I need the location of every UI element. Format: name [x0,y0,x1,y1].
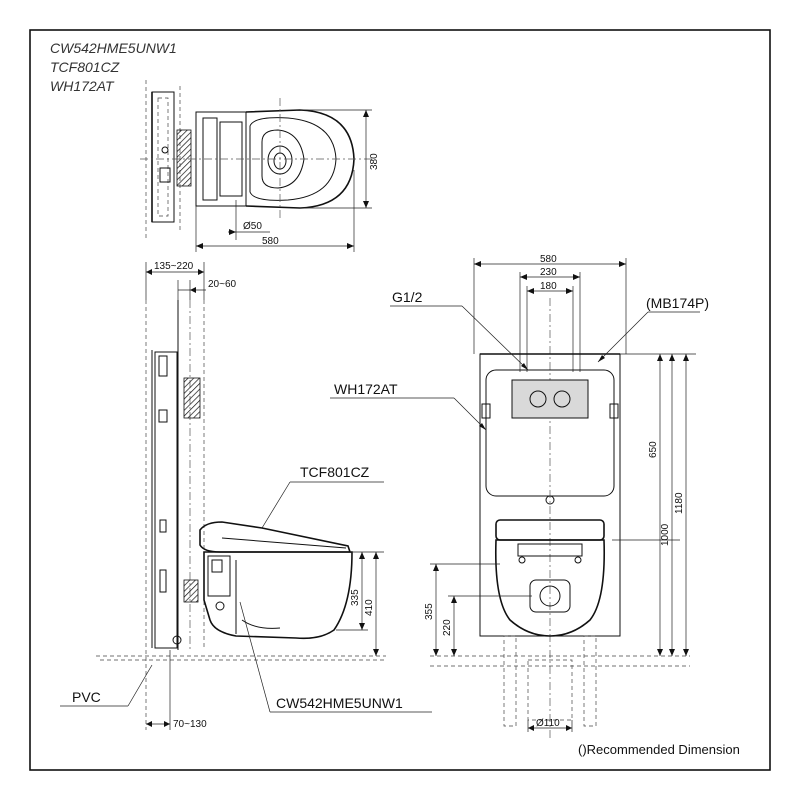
dim-front-180: 180 [540,281,557,292]
side-bowl-body [203,551,353,640]
dim-side-335: 335 [350,589,361,606]
label-side-pvc: PVC [72,689,101,705]
dim-front-650: 650 [648,441,659,458]
drawing-frame [29,29,771,771]
dim-top-drain: Ø50 [243,221,262,232]
front-drain-pipe [527,659,573,721]
label-front-wh: WH172AT [334,381,398,397]
dim-top-580: 580 [262,236,279,247]
top-fixing-hatch [176,129,192,187]
label-side-bowl: CW542HME5UNW1 [276,695,403,711]
dim-front-230: 230 [540,267,557,278]
top-view: 380 Ø50 580 [140,80,380,252]
dim-side-floor: 70~130 [173,719,207,730]
title-seat-model: TCF801CZ [50,59,120,75]
side-carrier-frame [154,351,178,649]
label-front-g12: G1/2 [392,289,423,305]
model-titles: CW542HME5UNW1 TCF801CZ WH172AT [50,40,177,94]
side-view: 135~220 20~60 [60,261,432,730]
side-fixing-hatch [183,377,201,419]
dim-front-drain: Ø110 [536,718,560,729]
title-carrier-model: WH172AT [50,78,115,94]
front-bowl [494,539,606,637]
side-seat-lid [199,521,352,553]
front-flush-plate-mount [511,379,589,419]
label-side-seat: TCF801CZ [300,464,370,480]
dim-side-410: 410 [364,599,375,616]
dim-front-220: 220 [442,619,453,636]
dim-front-1000: 1000 [660,523,671,546]
dim-front-355: 355 [424,603,435,620]
dim-side-wall: 135~220 [154,261,194,272]
front-view: 580 230 180 [330,254,709,740]
dim-side-offset: 20~60 [208,279,237,290]
dim-front-1180: 1180 [674,492,685,514]
label-front-mb: (MB174P) [646,295,709,311]
title-bowl-model: CW542HME5UNW1 [50,40,177,56]
recommended-dimension-note: ()Recommended Dimension [578,742,740,757]
dim-top-380: 380 [369,153,380,170]
dim-front-580: 580 [540,254,557,265]
top-carrier-frame [151,91,175,223]
